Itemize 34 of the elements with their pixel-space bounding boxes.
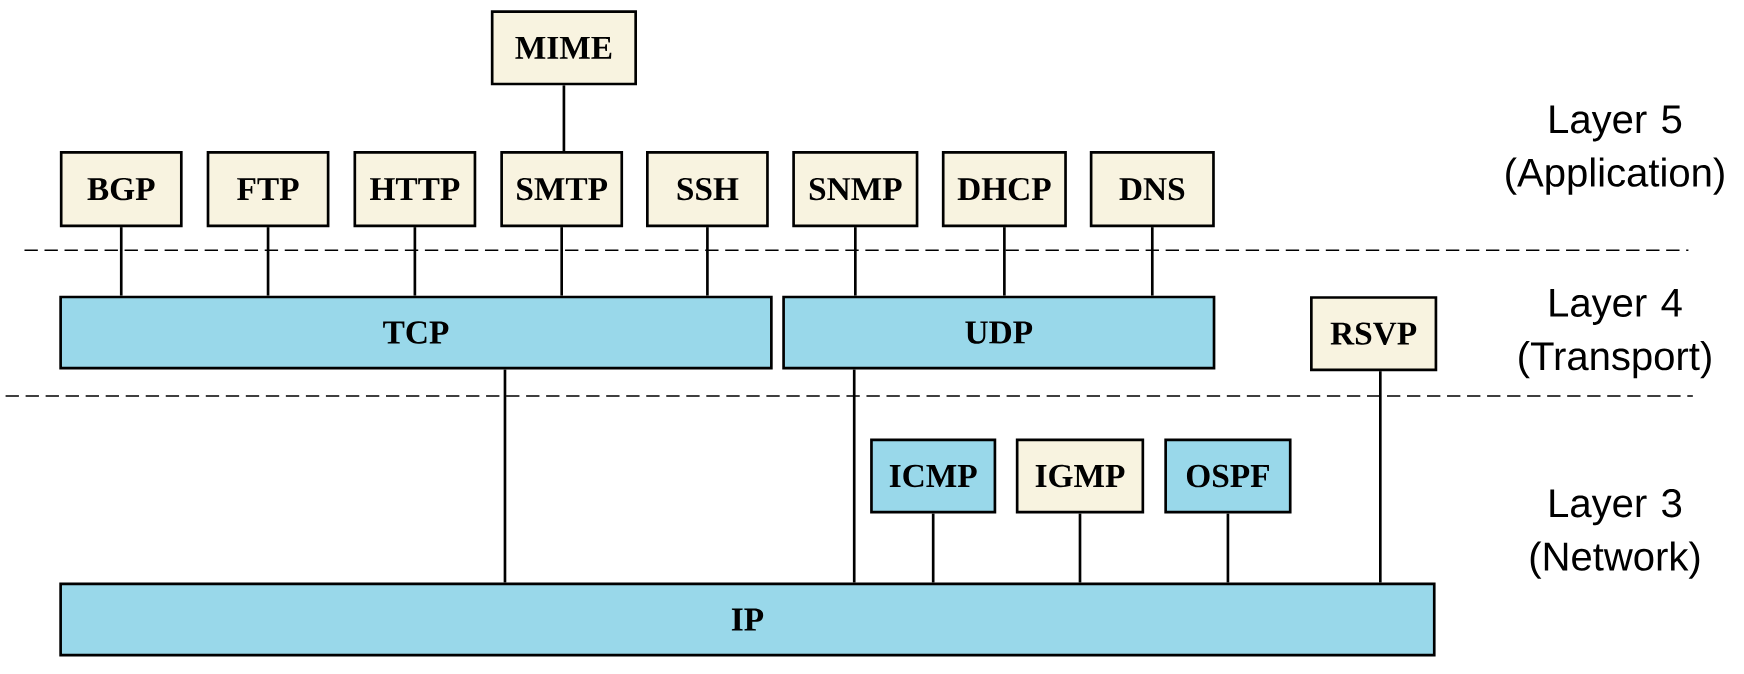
protocol-box: SMTP — [500, 151, 624, 228]
connector-line — [560, 227, 564, 296]
layer-label: Layer 5 (Application) — [1506, 105, 1724, 195]
connector-line — [1150, 227, 1154, 296]
protocol-box: RSVP — [1310, 296, 1438, 372]
protocol-box: FTP — [206, 151, 330, 228]
protocol-box: BGP — [59, 151, 183, 228]
connector-line — [1378, 371, 1382, 583]
connector-line — [562, 85, 566, 152]
connector-line — [119, 227, 123, 296]
connector-line — [266, 227, 270, 296]
connector-line — [1226, 513, 1230, 583]
connector-line — [852, 369, 856, 583]
connector-line — [1003, 227, 1006, 296]
connector-line — [706, 227, 709, 296]
protocol-box: MIME — [490, 10, 637, 86]
protocol-box: HTTP — [353, 151, 477, 228]
connector-line — [854, 227, 857, 296]
protocol-bar: UDP — [782, 295, 1216, 370]
layer-label: Layer 4 (Transport) — [1519, 289, 1711, 379]
protocol-box: SNMP — [792, 151, 919, 228]
protocol-box: IGMP — [1015, 438, 1145, 514]
protocol-bar: TCP — [59, 295, 773, 370]
connector-line — [931, 513, 935, 583]
protocol-bar: IP — [59, 582, 1436, 657]
connector-line — [503, 369, 507, 583]
layer-label: Layer 3 (Network) — [1530, 489, 1700, 579]
protocol-box: OSPF — [1164, 438, 1292, 514]
protocol-box: SSH — [646, 151, 769, 228]
protocol-box: ICMP — [870, 438, 997, 514]
connector-line — [413, 227, 417, 296]
protocol-box: DNS — [1089, 151, 1215, 228]
protocol-box: DHCP — [941, 151, 1067, 228]
connector-line — [1078, 513, 1082, 583]
